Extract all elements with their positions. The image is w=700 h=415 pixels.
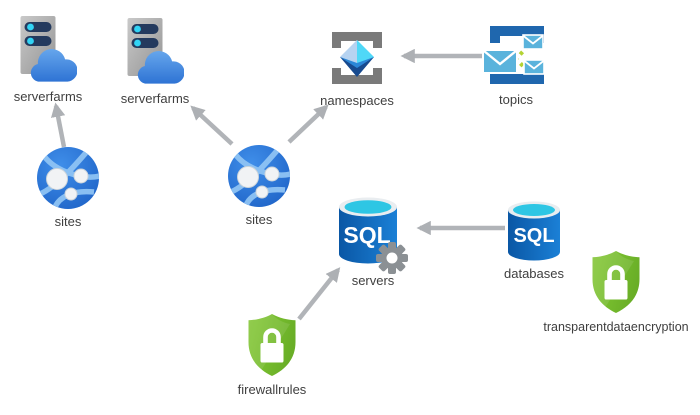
sql-server-icon: SQL xyxy=(339,197,408,274)
service-bus-topic-icon xyxy=(482,26,545,84)
node-serverfarms-2[interactable]: serverfarms xyxy=(107,17,203,106)
node-transparentdataencryption[interactable]: transparentdataencryption xyxy=(534,249,698,334)
envelope-small-top xyxy=(522,34,544,50)
node-sites-1[interactable]: sites xyxy=(20,146,116,229)
shield-lock-icon xyxy=(592,251,640,313)
lock-icon xyxy=(604,265,628,300)
envelope-large xyxy=(482,49,518,74)
node-label: sites xyxy=(245,212,273,227)
sql-text: SQL xyxy=(513,225,554,247)
node-label: serverfarms xyxy=(120,91,190,106)
app-service-site-icon xyxy=(37,147,99,209)
node-label: databases xyxy=(504,266,564,281)
envelope-small-bottom xyxy=(523,59,545,75)
node-firewallrules[interactable]: firewallrules xyxy=(224,312,320,397)
app-service-plan-icon xyxy=(20,16,77,82)
node-label: servers xyxy=(351,273,395,288)
node-databases[interactable]: SQL databases xyxy=(486,200,582,281)
gear-icon xyxy=(376,242,408,274)
arrow-sites2-to-serverfarms2 xyxy=(190,105,234,146)
arrow-sites2-to-namespaces xyxy=(287,104,329,144)
app-service-plan-icon xyxy=(127,18,184,84)
node-label: transparentdataencryption xyxy=(543,320,689,334)
node-label: namespaces xyxy=(320,93,394,108)
app-service-site-icon xyxy=(228,145,290,207)
node-serverfarms-1[interactable]: serverfarms xyxy=(0,15,96,104)
service-bus-namespace-icon xyxy=(332,32,382,84)
node-namespaces[interactable]: namespaces xyxy=(309,27,405,108)
sql-database-icon: SQL xyxy=(508,201,560,261)
node-sites-2[interactable]: sites xyxy=(211,144,307,227)
node-label: topics xyxy=(499,92,533,107)
sql-text: SQL xyxy=(343,222,390,248)
node-label: sites xyxy=(54,214,82,229)
node-topics[interactable]: topics xyxy=(468,22,564,107)
arrow-sites1-to-serverfarms1 xyxy=(51,102,67,148)
node-label: firewallrules xyxy=(237,382,307,397)
lock-icon xyxy=(260,328,284,363)
shield-lock-icon xyxy=(248,314,296,376)
node-servers[interactable]: SQL servers xyxy=(325,196,421,288)
node-label: serverfarms xyxy=(13,89,83,104)
